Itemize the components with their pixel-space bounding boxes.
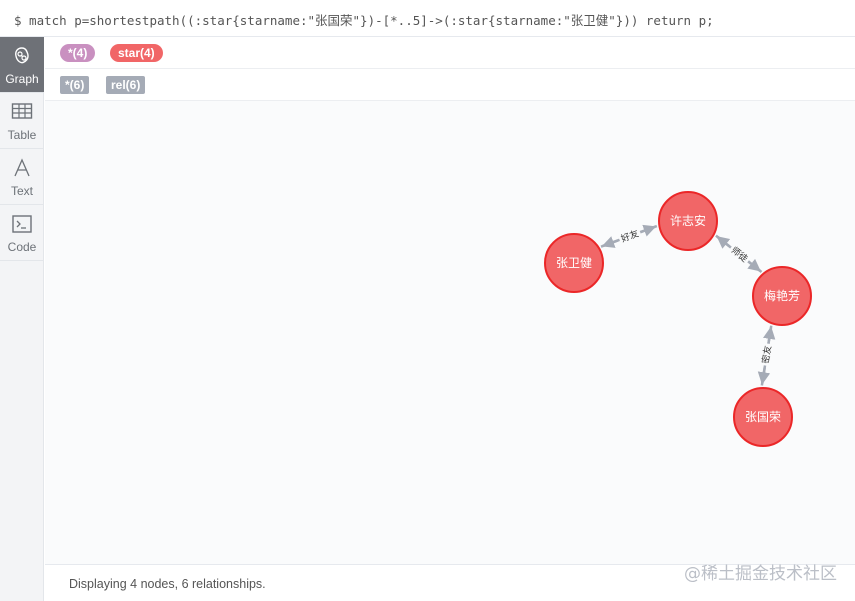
text-icon [0, 149, 44, 184]
node-circle[interactable] [544, 233, 604, 293]
node-label: 张卫健 [556, 256, 592, 270]
status-text: Displaying 4 nodes, 6 relationships. [69, 577, 266, 591]
graph-node-xu[interactable]: 许志安 [658, 191, 718, 251]
graph-view-label: Graph [5, 72, 39, 86]
code-view-label: Code [7, 240, 37, 254]
relationship-2[interactable]: 好友 [601, 224, 658, 248]
query-text[interactable]: $ match p=shortestpath((:star{starname:"… [14, 13, 714, 28]
node-label: 梅艳芳 [764, 288, 800, 303]
node-circle[interactable] [658, 191, 718, 251]
status-bar: Displaying 4 nodes, 6 relationships. [45, 564, 855, 601]
relationship-label-bg [759, 342, 775, 367]
relationship-type-rel[interactable]: rel(6) [106, 76, 146, 94]
relationship-6[interactable]: 密友 [757, 325, 775, 385]
view-sidebar: Graph Table Text Code [0, 37, 44, 601]
query-bar[interactable]: $ match p=shortestpath((:star{starname:"… [0, 0, 855, 37]
relationship-4[interactable]: 师徒 [716, 235, 763, 273]
node-label-star[interactable]: star(4) [110, 44, 163, 62]
node-label-all[interactable]: *(4) [60, 44, 96, 62]
relationship-label-bg [727, 242, 752, 266]
relationship-label: 密友 [759, 345, 774, 365]
node-label: 许志安 [670, 213, 706, 228]
code-view-button[interactable]: Code [0, 205, 44, 261]
node-circle[interactable] [733, 387, 793, 447]
table-view-label: Table [7, 128, 37, 142]
graph-node-zgr[interactable]: 张国荣 [733, 387, 793, 447]
table-icon [0, 93, 44, 128]
watermark: @稀土掘金技术社区 [684, 564, 837, 584]
node-label: 张国荣 [745, 410, 781, 424]
node-circle[interactable] [752, 266, 812, 326]
code-icon [0, 205, 44, 240]
relationship-label-bg [617, 226, 643, 246]
relationship-type-legend: *(6) rel(6) [45, 69, 855, 101]
graph-icon [0, 37, 44, 72]
node-label-legend: *(4) star(4) [45, 37, 855, 69]
text-view-label: Text [10, 184, 33, 198]
text-view-button[interactable]: Text [0, 149, 44, 205]
graph-node-mei[interactable]: 梅艳芳 [752, 266, 812, 326]
relationship-type-all[interactable]: *(6) [60, 76, 90, 94]
table-view-button[interactable]: Table [0, 93, 44, 149]
graph-view-button[interactable]: Graph [0, 37, 44, 93]
graph-node-zwj[interactable]: 张卫健 [544, 233, 604, 293]
